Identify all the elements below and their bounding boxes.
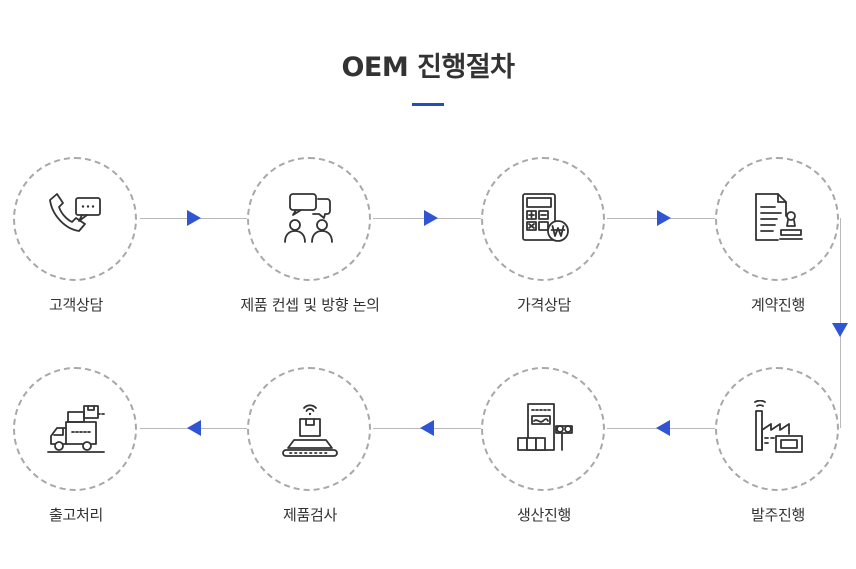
arrow-left-icon xyxy=(187,420,201,436)
step-label: 제품 컨셉 및 방향 논의 xyxy=(240,296,380,314)
step-circle xyxy=(715,157,839,281)
arrow-right-icon xyxy=(424,210,438,226)
step-label: 제품검사 xyxy=(282,506,337,524)
arrow-left-icon xyxy=(420,420,434,436)
step-circle xyxy=(481,157,605,281)
discussion-icon xyxy=(284,193,333,243)
step-circle xyxy=(13,157,137,281)
step-label: 발주진행 xyxy=(750,506,805,524)
calculator-won-icon xyxy=(522,193,569,242)
arrow-left-icon xyxy=(656,420,670,436)
step-label: 생산진행 xyxy=(516,506,571,524)
arrow-right-icon xyxy=(657,210,671,226)
step-circle xyxy=(715,367,839,491)
factory-order-icon xyxy=(754,400,803,453)
production-machine-icon xyxy=(517,403,573,451)
step-label: 가격상담 xyxy=(516,296,571,314)
delivery-truck-icon xyxy=(47,405,105,453)
inspection-conveyor-icon xyxy=(282,404,338,457)
arrow-down-icon xyxy=(832,323,848,337)
step-label: 고객상담 xyxy=(48,296,103,314)
step-circle xyxy=(481,367,605,491)
step-circle xyxy=(247,157,371,281)
arrow-right-icon xyxy=(187,210,201,226)
step-label: 출고처리 xyxy=(48,506,103,524)
contract-stamp-icon xyxy=(755,193,803,241)
page-title: OEM 진행절차 xyxy=(341,52,515,83)
phone-chat-icon xyxy=(49,193,101,232)
step-circle xyxy=(247,367,371,491)
title-underline xyxy=(412,103,444,106)
step-circle xyxy=(13,367,137,491)
step-label: 계약진행 xyxy=(750,296,805,314)
